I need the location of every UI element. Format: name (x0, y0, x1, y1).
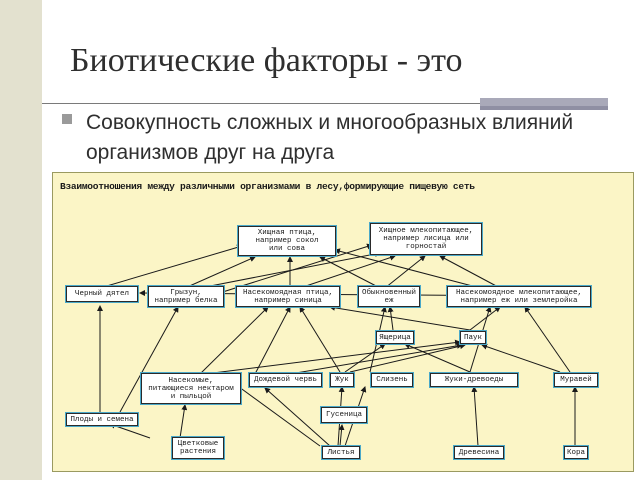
node-woodpecker: Черный дятел (66, 286, 138, 302)
node-bark-eaters: Жуки-древоеды (430, 373, 518, 387)
node-spider: Паук (460, 331, 486, 344)
node-lizard: Ящерица (376, 331, 414, 344)
node-bird-predator: Хищная птица, например сокол или сова (238, 226, 336, 256)
title-divider-bar-shade (480, 106, 608, 110)
node-grouse: Грызун, например белка (148, 286, 224, 307)
node-leaves: Листья (322, 446, 360, 459)
bullet-square-icon (62, 114, 72, 124)
node-fruits: Плоды и семена (66, 413, 138, 426)
node-bark: Кора (564, 446, 588, 459)
slide-title: Биотические факторы - это (70, 42, 463, 79)
node-mammal-predator: Хищное млекопитающее, например лисица ил… (370, 223, 482, 255)
node-beetle: Жук (330, 373, 354, 387)
left-decor-band (0, 0, 42, 480)
node-insects: Насекомые, питающиеся нектаром и пыльцой (141, 373, 241, 404)
node-flowers: Цветковые растения (172, 437, 224, 459)
node-ant: Муравей (554, 373, 598, 387)
node-earthworm: Дождевой червь (249, 373, 322, 387)
title-divider (42, 103, 482, 104)
bullet-text: Совокупность сложных и многообразных вли… (86, 111, 574, 164)
node-caterpillar: Гусеница (321, 407, 367, 423)
node-insectivore-bird: Насекомоядная птица, например синица (236, 286, 340, 307)
node-insectivore-mammal: Насекомоядное млекопитающее, например еж… (447, 286, 591, 307)
diagram-title: Взаимоотношения между различными организ… (60, 181, 475, 192)
node-hedgehog: Обыкновенный еж (358, 286, 420, 307)
node-wood: Древесина (454, 446, 504, 459)
node-slug: Слизень (371, 373, 413, 387)
